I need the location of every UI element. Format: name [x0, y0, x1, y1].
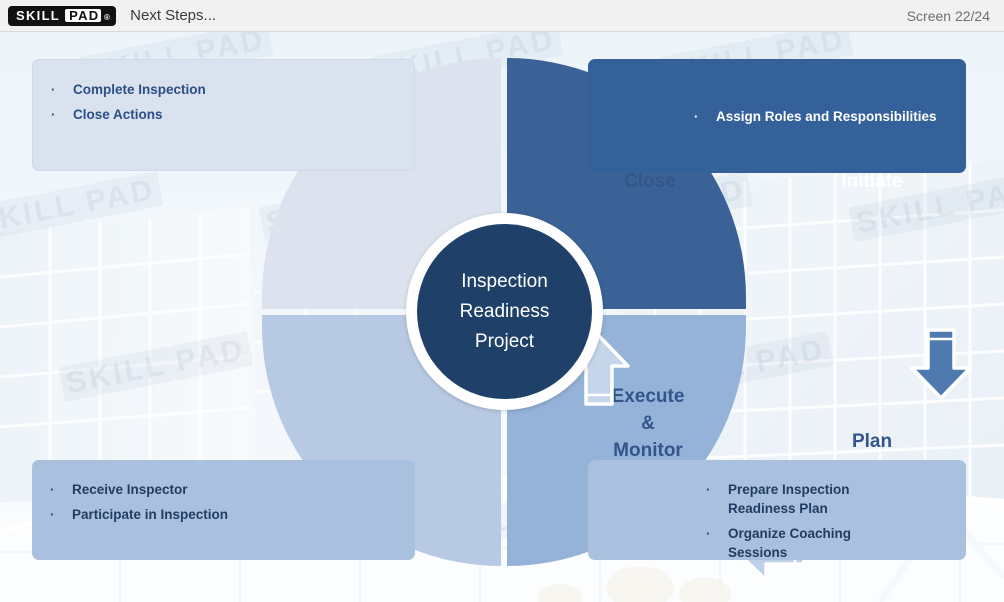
list-item: · Participate in Inspection — [50, 505, 397, 524]
header-bar: SKILL PAD ® Next Steps... Screen 22/24 — [0, 0, 1004, 32]
execute-label-line1: Execute — [611, 386, 685, 407]
list-item-label: Assign Roles and Responsibilities — [716, 108, 937, 124]
execute-label-line3: Monitor — [613, 440, 683, 461]
panel-initiate: · Assign Roles and Responsibilities — [588, 59, 966, 173]
quadrant-label-execute-monitor: Execute & Monitor — [558, 383, 738, 464]
quadrant-label-initiate: Initiate — [841, 171, 903, 192]
arrow-down-icon — [910, 328, 972, 400]
quadrant-label-plan: Plan — [851, 431, 893, 452]
center-hub-label: Inspection Readiness Project — [460, 267, 550, 357]
list-item-label: Prepare Inspection Readiness Plan — [728, 482, 850, 516]
panel-execute-monitor: · Receive Inspector · Participate in Ins… — [32, 460, 415, 560]
bullet-icon: · — [706, 526, 711, 541]
center-hub[interactable]: Inspection Readiness Project — [406, 213, 603, 410]
hub-line-3: Project — [474, 330, 535, 352]
panel-execute-list: · Receive Inspector · Participate in Ins… — [50, 480, 397, 524]
bullet-icon: · — [51, 82, 56, 97]
list-item: · Close Actions — [51, 105, 396, 124]
list-item-label: Close Actions — [73, 107, 163, 122]
panel-close: · Complete Inspection · Close Actions — [32, 59, 415, 171]
bullet-icon: · — [50, 482, 55, 497]
panel-plan-list: · Prepare Inspection Readiness Plan · Or… — [606, 480, 948, 562]
hub-line-1: Inspection — [461, 270, 548, 292]
list-item-label: Complete Inspection — [73, 82, 206, 97]
list-item-label: Participate in Inspection — [72, 507, 229, 522]
logo-text-skill: SKILL — [10, 7, 66, 24]
panel-plan: · Prepare Inspection Readiness Plan · Or… — [588, 460, 966, 560]
panel-close-list: · Complete Inspection · Close Actions — [51, 80, 396, 124]
bullet-icon: · — [51, 107, 56, 122]
logo-text-pad: PAD — [65, 8, 102, 23]
list-item: · Prepare Inspection Readiness Plan — [706, 480, 948, 518]
list-item-label: Receive Inspector — [72, 482, 188, 497]
list-item: · Complete Inspection — [51, 80, 396, 99]
quadrant-label-close: Close — [624, 171, 676, 192]
screen-counter: Screen 22/24 — [906, 7, 990, 24]
panel-initiate-list: · Assign Roles and Responsibilities — [606, 107, 948, 126]
center-hub-disc: Inspection Readiness Project — [417, 224, 592, 399]
skillpad-logo: SKILL PAD ® — [8, 5, 117, 26]
hub-line-2: Readiness — [459, 300, 550, 322]
list-item: · Receive Inspector — [50, 480, 397, 499]
execute-label-line2: & — [641, 413, 655, 434]
bullet-icon: · — [50, 507, 55, 522]
logo-registered-icon: ® — [102, 7, 115, 24]
bullet-icon: · — [694, 108, 699, 124]
page-title: Next Steps... — [130, 7, 217, 24]
list-item: · Organize Coaching Sessions — [706, 524, 948, 562]
bullet-icon: · — [706, 482, 711, 497]
list-item-label: Organize Coaching Sessions — [728, 526, 852, 560]
list-item: · Assign Roles and Responsibilities — [694, 107, 948, 126]
